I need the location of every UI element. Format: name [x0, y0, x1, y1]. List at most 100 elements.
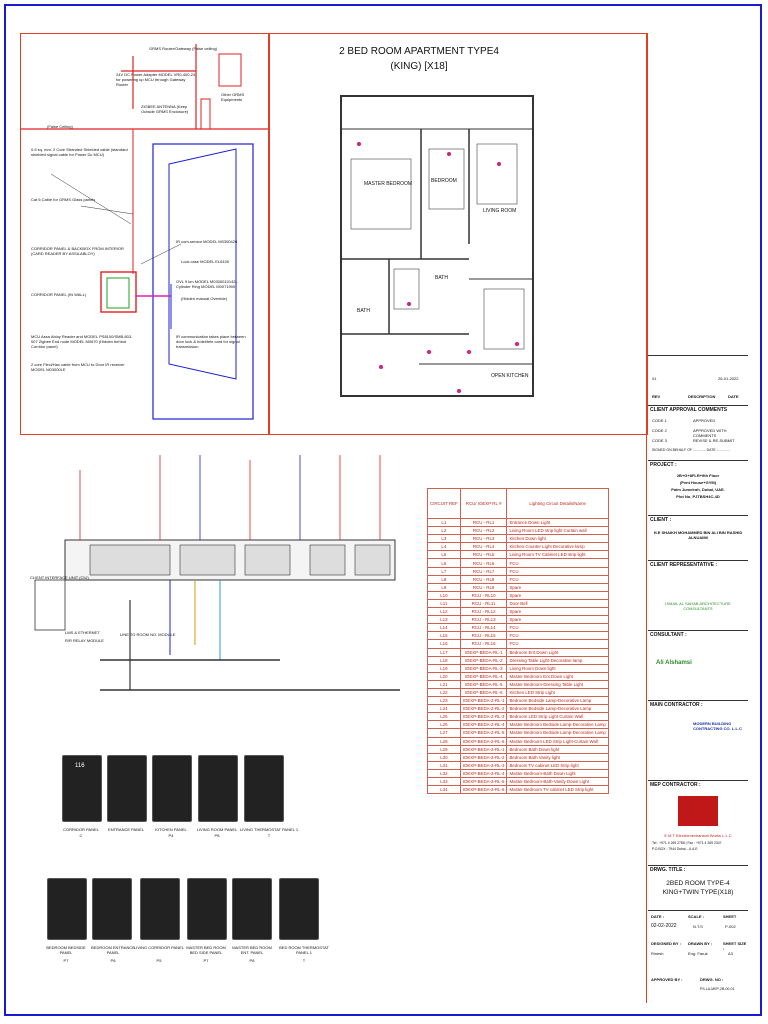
- sheet-value: P-002: [725, 924, 736, 929]
- schedule-cell-ref: L8: [427, 574, 461, 584]
- schedule-cell-details: FCU: [506, 558, 609, 568]
- schedule-cell-ref: L6: [427, 558, 461, 568]
- master-entrance-code: P8: [249, 958, 255, 963]
- dwg-title-1: 2BED ROOM TYPE-4: [666, 880, 730, 887]
- schedule-cell-rcu: RCU - RL9: [459, 582, 508, 592]
- schedule-cell-details: Living Room LED strip light Curtain wall: [506, 526, 609, 536]
- room-kitchen: OPEN KITCHEN: [491, 373, 529, 379]
- mep-logo: [678, 796, 718, 826]
- ir-communication-note: IR communication takes place between doo…: [176, 334, 246, 349]
- title-block: [646, 33, 749, 1003]
- mep-name: E M T Electromechanical Works L.L.C: [664, 833, 732, 838]
- schedule-cell-rcu: RCU - RL7: [459, 566, 508, 576]
- date-value: 02-02-2022: [651, 923, 677, 929]
- false-ceiling-note: (False Ceiling): [47, 124, 73, 129]
- schedule-cell-rcu: IOEXP-BEDA-RL-6: [459, 687, 508, 698]
- schedule-cell-rcu: IOEXP-BEDA-3-RL-1: [459, 744, 508, 754]
- schedule-cell-rcu: RCU - RL4: [459, 542, 508, 552]
- approved-label: APPROVED BY :: [651, 977, 683, 982]
- drawing-title-block: DRWG. TITLE : 2BED ROOM TYPE-4 KING+TWIN…: [648, 865, 748, 911]
- corridor-panel-screen: 116: [75, 763, 85, 769]
- schedule-cell-details: Living Room Down light: [506, 663, 609, 673]
- schedule-cell-rcu: RCU - RL2: [459, 526, 508, 536]
- schedule-cell-details: Master Bedroom Bedside Lamp-Decorative L…: [506, 720, 609, 730]
- project-line-1: 2B+G+8FLR+9th Floor: [676, 473, 720, 478]
- mep-label: MEP CONTRACTOR :: [650, 782, 701, 788]
- living-corridor-code: P5: [156, 958, 162, 963]
- schedule-cell-rcu: IOEXP-BEDA-3-RL-4: [459, 768, 508, 779]
- panels-row-2: BEDROOM BEDSIDE PANEL P7 BEDROOM ENTRANC…: [42, 878, 372, 968]
- schedule-cell-rcu: IOEXP-BEDA-2-RL-4: [459, 720, 508, 730]
- floor-plan: 2 BED ROOM APARTMENT TYPE4 (KING) [X18]: [268, 33, 648, 435]
- mcu-note: MCU Assa Abloy Reader and MODEL PS8100/S…: [31, 334, 133, 349]
- dwg-title-2: KING+TWIN TYPE(X18): [662, 889, 734, 896]
- dwg-no-value: PS-LA-MEP-2B-00-01: [700, 987, 735, 991]
- schedule-cell-ref: L24: [427, 704, 461, 714]
- col-rcu: RCU/ IOEXP RL #: [459, 488, 508, 519]
- schedule-cell-ref: L30: [427, 752, 461, 762]
- single-line-diagram: CLIENT INTERFACE UNIT (CIU) LMS & ETHERN…: [20, 450, 420, 700]
- schedule-cell-ref: L27: [427, 728, 461, 738]
- schedule-cell-details: Bedroom Bath Down light: [506, 744, 609, 754]
- schedule-cell-details: Kitchen LED Strip Light: [506, 687, 609, 698]
- desc-header: DESCRIPTION: [688, 394, 716, 399]
- client-approval: CLIENT APPROVAL COMMENTS CODE 1 APPROVED…: [648, 405, 748, 461]
- schedule-cell-ref: L2: [427, 526, 461, 536]
- plan-title: 2 BED ROOM APARTMENT TYPE4: [339, 46, 499, 57]
- schedule-cell-ref: L28: [427, 736, 461, 746]
- schedule-cell-rcu: IOEXP-BEDA-3-RL-2: [459, 752, 508, 762]
- main-contractor-block: MAIN CONTRACTOR : MODERN BUILDING CONTRA…: [648, 700, 748, 781]
- project-line-2: (Pent House+GYM): [679, 480, 717, 485]
- scale-label: SCALE :: [688, 914, 704, 919]
- client-rep-block: CLIENT REPRESENTATIVE : ISMAIL AL SAHAB …: [648, 560, 748, 631]
- bedroom-entrance-panel: [92, 878, 132, 940]
- schedule-cell-rcu: RCU - RL16: [459, 639, 508, 649]
- schedule-cell-details: Living Room TV Cabinet LED strip light: [506, 550, 609, 560]
- shielded-cable-note: 0.5 sq. mm. 2 Core Stranded Shielded cab…: [31, 147, 128, 157]
- master-bedside-panel: [187, 878, 227, 940]
- designed-value: Rinesh: [651, 951, 664, 956]
- schedule-cell-details: Bedroom Bedside Lamp-Decorative Lamp: [506, 704, 609, 714]
- mep-contact-1: Tel : +971 4 269 2788 | Fax : +971 4 269…: [652, 841, 722, 845]
- thermostat-panel-code: T: [267, 833, 271, 838]
- schedule-cell-rcu: IOEXP-BEDA-3-RL-3: [459, 760, 508, 770]
- mep-contact-2: P.O.BOX : 7944 Dubai - U.A.E: [652, 847, 698, 851]
- schedule-cell-rcu: RCU - RL11: [459, 598, 508, 609]
- line-module-label: LINE TO ROOM NO. MODULE: [120, 632, 176, 637]
- code-1-text: APPROVED: [693, 418, 716, 423]
- schedule-cell-details: FCU: [506, 623, 609, 633]
- power-adapter-note: 24V DC Power Adapter MODEL VR0-400-24 fo…: [116, 72, 196, 87]
- dwg-no-label: DRWG. NO :: [700, 977, 724, 982]
- client-rep-name: ISMAIL AL SAHAB ARCHITECTURE CONSULTANTS: [665, 601, 731, 611]
- schedule-cell-details: Master Bedroom LED Strip Light-Curtain W…: [506, 736, 609, 746]
- lighting-schedule: CIRCUIT REF RCU/ IOEXP RL # Lighting Cir…: [427, 488, 609, 795]
- schedule-cell-rcu: RCU - RL13: [459, 615, 508, 625]
- schedule-cell-details: Master Bedroom TV cabinet LED Strip ligh…: [506, 785, 609, 795]
- living-thermostat-panel: [244, 755, 284, 822]
- schedule-cell-ref: L32: [427, 768, 461, 779]
- drawing-meta-block: DATE : 02-02-2022 SCALE : N.T.S SHEET P-…: [648, 910, 748, 1006]
- date-header: DATE: [728, 394, 739, 399]
- client-approval-title: CLIENT APPROVAL COMMENTS: [650, 407, 728, 413]
- ir-sensor-note: IR com-sensor MODEL M0300420: [176, 239, 238, 244]
- main-contractor-name: MODERN BUILDING CONTRACTING CO. L.L.C: [693, 721, 742, 731]
- schedule-cell-details: Master Bedroom Bedside Lamp-Decorative L…: [506, 728, 609, 738]
- schedule-cell-ref: L3: [427, 534, 461, 544]
- code-3-text: REVISE & RE-SUBMIT: [693, 438, 735, 443]
- drawing-sheet-border: [4, 4, 762, 1016]
- revision-block: 01 26-01-2022 REV DESCRIPTION DATE: [648, 355, 748, 406]
